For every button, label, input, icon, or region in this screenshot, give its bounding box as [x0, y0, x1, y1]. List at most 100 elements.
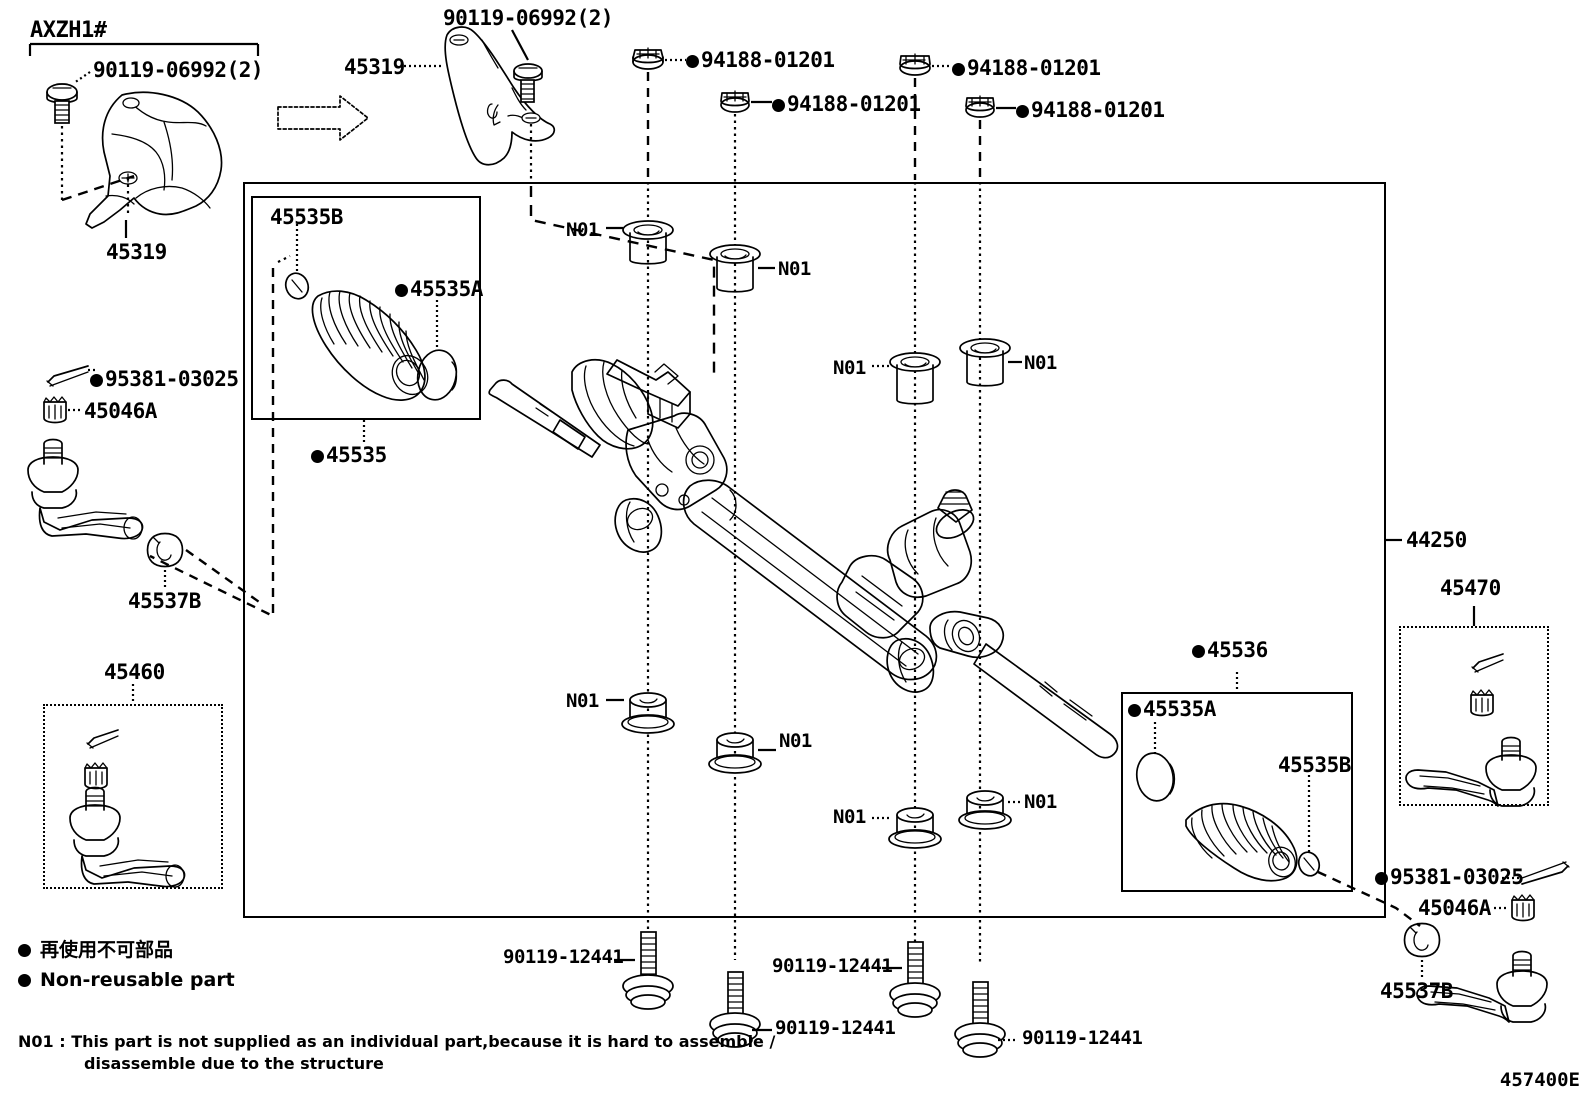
bushing-n01-bottom-left-2-illustration — [708, 732, 776, 774]
legend-n01-note: N01 : This part is not supplied as an in… — [18, 1032, 775, 1075]
bolt-90119-12441-d-illustration — [954, 981, 1018, 1058]
shield-45319-left-illustration — [85, 91, 223, 238]
nut-94188-01201-a-illustration — [632, 47, 686, 940]
non-reusable-dot-icon — [395, 284, 408, 297]
label-shield-45319-left: 45319 — [106, 240, 167, 264]
callout-n01-top-right-2: N01 — [1024, 352, 1057, 374]
bolt-90119-06992-left-illustration — [46, 71, 135, 214]
label-boot-kit-45535: 45535 — [311, 443, 387, 467]
legend-block: 再使用不可部品 Non-reusable part — [18, 938, 235, 993]
steering-gear-assembly-illustration — [488, 359, 1119, 759]
label-shield-45319-top: 45319 — [344, 55, 405, 79]
right-boot-illustration — [1135, 672, 1321, 882]
label-boot-45535A-left: 45535A — [395, 277, 483, 301]
label-nut-94188-01201-b: 94188-01201 — [772, 92, 921, 116]
transfer-arrow-icon — [277, 95, 369, 141]
bolt-90119-06992-top-illustration — [511, 29, 716, 380]
cotter-pin-95381-left-illustration — [46, 365, 96, 387]
label-boot-45535B-right: 45535B — [1278, 753, 1351, 777]
clip-45537B-right-illustration — [1403, 922, 1441, 978]
label-bolt-90119-12441-c: 90119-12441 — [772, 955, 893, 977]
legend-row-japanese: 再使用不可部品 — [18, 938, 235, 964]
non-reusable-dot-icon — [1375, 872, 1388, 885]
callout-n01-bottom-right-2: N01 — [1024, 791, 1057, 813]
label-bolt-90119-12441-d: 90119-12441 — [1022, 1027, 1143, 1049]
label-bolt-90119-12441-b: 90119-12441 — [775, 1017, 896, 1039]
cotter-pin-95381-right-illustration — [1502, 861, 1570, 885]
bolt-90119-12441-b-illustration — [709, 971, 772, 1048]
non-reusable-dot-icon — [90, 374, 103, 387]
legend-n01-line1: This part is not supplied as an individu… — [71, 1032, 776, 1051]
right-boot-assembly-dashline — [1317, 870, 1421, 927]
label-nut-94188-01201-a: 94188-01201 — [686, 48, 835, 72]
label-nut-45046A-right: 45046A — [1418, 896, 1491, 920]
non-reusable-dot-icon — [952, 63, 965, 76]
callout-n01-bottom-right-1: N01 — [833, 806, 866, 828]
callout-n01-bottom-left-2: N01 — [779, 730, 812, 752]
clip-45537B-left-illustration — [146, 532, 263, 605]
bushing-n01-bottom-right-2-illustration — [958, 790, 1022, 830]
label-bolt-90119-06992-left: 90119-06992(2) — [93, 58, 264, 82]
bushing-n01-top-left-1-illustration — [606, 220, 674, 265]
right-tierod-box — [1399, 626, 1549, 806]
label-axzh1: AXZH1# — [30, 18, 107, 43]
diagram-code: 457400E — [1499, 1069, 1580, 1091]
bushing-n01-top-right-1-illustration — [872, 352, 941, 405]
label-boot-45535A-right: 45535A — [1128, 697, 1216, 721]
right-boot-kit-box — [1121, 692, 1353, 892]
bolt-90119-12441-c-illustration — [882, 941, 941, 1018]
legend-row-english: Non-reusable part — [18, 968, 235, 994]
label-bolt-90119-12441-a: 90119-12441 — [503, 946, 624, 968]
label-rack-44250: 44250 — [1406, 528, 1467, 552]
tierod-45470-illustration — [1405, 653, 1537, 807]
main-assembly-box — [243, 182, 1386, 918]
callout-n01-top-right-1: N01 — [833, 357, 866, 379]
bushing-n01-top-left-2-illustration — [709, 244, 775, 293]
nut-94188-01201-b-illustration — [720, 90, 772, 960]
legend-english-text: Non-reusable part — [40, 968, 235, 991]
left-boot-illustration — [284, 224, 458, 442]
label-tierod-45470: 45470 — [1440, 576, 1501, 600]
tierod-end-left-illustration — [27, 438, 144, 540]
bushing-n01-bottom-left-1-illustration — [606, 692, 675, 734]
non-reusable-dot-icon — [772, 99, 785, 112]
label-nut-94188-01201-c: 94188-01201 — [952, 56, 1101, 80]
shield-45319-top-illustration — [404, 26, 556, 166]
castle-nut-45046A-right-illustration — [1494, 894, 1535, 922]
non-reusable-dot-icon — [18, 973, 31, 987]
non-reusable-dot-icon — [686, 55, 699, 68]
label-clip-45537B-left: 45537B — [128, 589, 201, 613]
label-clip-45537B-right: 45537B — [1380, 979, 1453, 1003]
callout-n01-top-left-1: N01 — [566, 219, 599, 241]
non-reusable-dot-icon — [311, 450, 324, 463]
left-tierod-box — [43, 704, 223, 889]
label-nut-94188-01201-d: 94188-01201 — [1016, 98, 1165, 122]
non-reusable-dot-icon — [1192, 645, 1205, 658]
non-reusable-dot-icon — [18, 944, 31, 958]
legend-n01-line2: disassemble due to the structure — [84, 1053, 384, 1073]
tierod-end-right-illustration — [1416, 950, 1548, 1023]
legend-n01-prefix: N01 : — [18, 1032, 66, 1051]
label-cotter-95381-left: 95381-03025 — [90, 367, 239, 391]
label-boot-kit-45536: 45536 — [1192, 638, 1268, 662]
tierod-45460-illustration — [69, 729, 186, 888]
nut-94188-01201-c-illustration — [899, 53, 952, 945]
label-nut-45046A-left: 45046A — [84, 399, 157, 423]
label-boot-45535B-left: 45535B — [270, 205, 343, 229]
axzh1-bracket — [28, 42, 260, 56]
callout-n01-top-left-2: N01 — [778, 258, 811, 280]
bushing-n01-top-right-2-illustration — [959, 338, 1022, 387]
left-boot-assembly-dashline — [149, 268, 275, 618]
bushing-n01-bottom-right-1-illustration — [872, 807, 942, 849]
non-reusable-dot-icon — [1016, 105, 1029, 118]
label-tierod-45460: 45460 — [104, 660, 165, 684]
left-boot-kit-box — [251, 196, 481, 420]
bolt-90119-12441-a-illustration — [614, 931, 674, 1010]
castle-nut-45046A-left-illustration — [43, 396, 80, 424]
label-bolt-90119-06992-top: 90119-06992(2) — [443, 6, 614, 30]
legend-japanese-text: 再使用不可部品 — [40, 939, 174, 961]
nut-94188-01201-d-illustration — [965, 95, 1016, 965]
callout-n01-bottom-left-1: N01 — [566, 690, 599, 712]
